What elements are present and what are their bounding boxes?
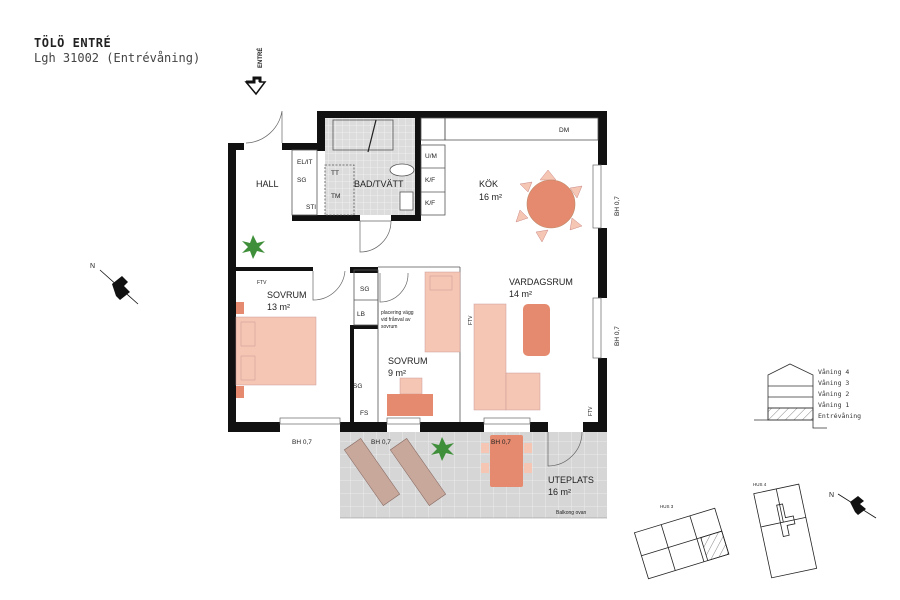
desk: [387, 377, 433, 416]
room-sovrum-9-area: 9 m²: [388, 368, 406, 378]
room-kok: KÖK: [479, 179, 498, 189]
loungers: [343, 437, 447, 507]
window-label: BH 0,7: [491, 439, 511, 446]
label-sti: STI: [306, 204, 316, 211]
label-elit: EL/IT: [297, 159, 313, 166]
window-label: BH 0,7: [292, 439, 312, 446]
label-sg: SG: [353, 383, 362, 390]
apartment-subtitle: Lgh 31002 (Entrévåning): [34, 51, 201, 65]
label-um: U/M: [425, 153, 437, 160]
window-label: BH 0,7: [371, 439, 391, 446]
label-kf: K/F: [425, 177, 435, 184]
room-uteplats-area: 16 m²: [548, 487, 571, 497]
label-ftv: FTV: [257, 280, 267, 286]
label-kf: K/F: [425, 200, 435, 207]
plant-icon: [431, 437, 454, 461]
window-label: BH 0,7: [614, 196, 621, 216]
floor-label-current: Entrévåning: [818, 411, 861, 420]
note-wall: placering vägg: [381, 310, 414, 316]
walls: [228, 111, 607, 432]
room-bad: BAD/TVÄTT: [354, 179, 404, 189]
floor-label: Våning 2: [818, 389, 849, 398]
site-label-hus4: HUS 4: [753, 482, 767, 487]
floor-label: Våning 4: [818, 367, 849, 376]
label-dm: DM: [559, 127, 569, 134]
sink-icon: [399, 191, 414, 211]
coffee-table: [523, 304, 550, 356]
label-lb: LB: [357, 311, 365, 318]
bed-double: [235, 302, 317, 398]
label-fs: FS: [360, 410, 369, 417]
plant-icon: [242, 235, 265, 259]
label-tm: TM: [331, 193, 340, 200]
north-arrow-icon: N: [829, 492, 877, 519]
floor-indicator: [754, 363, 827, 429]
dining-table: [515, 169, 583, 243]
balcony-note: Balkong ovan: [556, 510, 587, 516]
note-wall: vid frånval av: [381, 316, 411, 323]
label-ftv: FTV: [588, 406, 594, 416]
label-ftv: FTV: [468, 315, 474, 325]
terrace-table: [481, 435, 532, 487]
room-sovrum-13: SOVRUM: [267, 290, 307, 300]
site-plan-hus4: [753, 483, 818, 579]
door-swings: [245, 110, 583, 467]
site-plan-hus3: [633, 507, 730, 580]
toilet-icon: [389, 163, 415, 177]
north-arrow-icon: N: [90, 263, 139, 305]
note-wall: sovrum: [381, 324, 397, 330]
site-label-hus3: HUS 3: [660, 504, 674, 509]
room-sovrum-9: SOVRUM: [388, 356, 428, 366]
room-uteplats: UTEPLATS: [548, 475, 594, 485]
floor-label: Våning 3: [818, 378, 849, 387]
label-sg: SG: [360, 286, 369, 293]
room-hall: HALL: [256, 179, 279, 189]
floor-label: Våning 1: [818, 400, 849, 409]
room-vardagsrum: VARDAGSRUM: [509, 277, 573, 287]
room-kok-area: 16 m²: [479, 192, 502, 202]
room-vardagsrum-area: 14 m²: [509, 289, 532, 299]
entrance-label: ENTRÉ: [256, 48, 264, 68]
label-tt: TT: [331, 170, 339, 177]
windows[interactable]: [279, 164, 602, 425]
bed-single: [424, 271, 461, 353]
room-sovrum-13-area: 13 m²: [267, 302, 290, 312]
window-label: BH 0,7: [614, 326, 621, 346]
svg-text:N: N: [90, 263, 95, 270]
label-sg: SG: [297, 177, 306, 184]
svg-text:N: N: [829, 492, 834, 499]
entrance-arrow-icon: ENTRÉ: [244, 48, 267, 96]
sofa: [473, 303, 550, 411]
project-title: TÖLÖ ENTRÉ: [34, 36, 112, 50]
